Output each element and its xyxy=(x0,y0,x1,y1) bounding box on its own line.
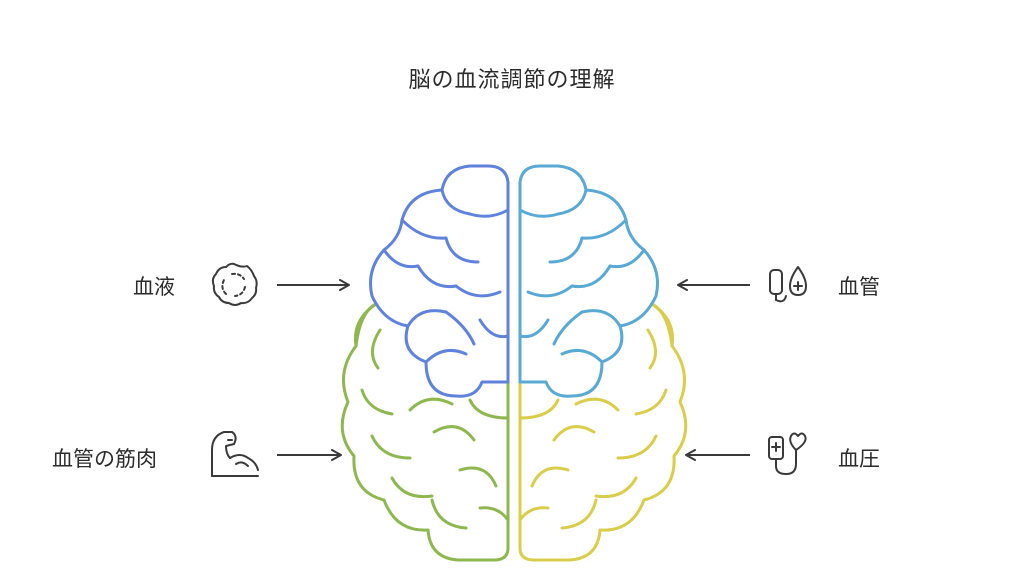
brain-left-lower xyxy=(340,302,510,562)
brain-right-upper xyxy=(518,164,659,398)
blood-cell-icon xyxy=(211,262,258,306)
label-vessel: 血管 xyxy=(838,275,880,299)
label-blood-pressure: 血圧 xyxy=(838,447,880,471)
blood-pressure-monitor-icon xyxy=(768,432,807,475)
brain-left-upper xyxy=(369,164,510,398)
flexed-arm-icon xyxy=(211,431,259,477)
iv-drip-icon xyxy=(769,266,807,303)
label-blood: 血液 xyxy=(133,275,175,299)
brain-right-lower xyxy=(518,302,688,562)
page-title: 脳の血流調節の理解 xyxy=(408,68,616,93)
label-vessel-muscle: 血管の筋肉 xyxy=(52,447,157,471)
